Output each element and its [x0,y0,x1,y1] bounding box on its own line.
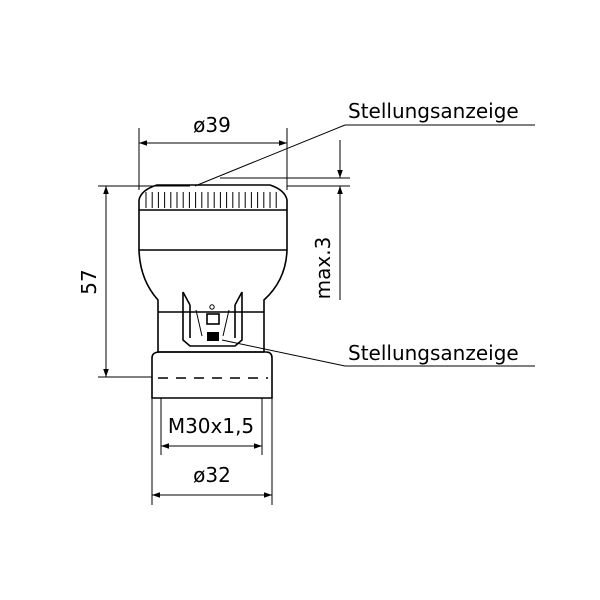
diameter-bottom-label: ø32 [193,463,231,487]
knurled-cap-ridges [145,192,277,208]
dimension-diameter-top: ø39 [138,113,288,190]
component-body [138,184,288,399]
position-indicator-top-label: Stellungsanzeige [348,99,519,123]
leader-position-indicator-bottom: Stellungsanzeige [221,339,535,367]
leader-position-indicator-top: Stellungsanzeige [194,99,535,187]
total-height-label: 57 [77,269,101,294]
diameter-top-label: ø39 [193,113,231,137]
max-height-label: max.3 [311,237,335,300]
dimension-thread: M30x1,5 [160,398,263,455]
thread-label: M30x1,5 [168,414,254,438]
dimension-diameter-bottom: ø32 [151,398,273,505]
position-indicator-bottom-label: Stellungsanzeige [348,341,519,365]
indicator-clip [182,291,243,347]
thread-body [151,351,273,399]
dimension-max-height: max.3 [220,140,350,300]
dimension-total-height: 57 [77,185,190,378]
